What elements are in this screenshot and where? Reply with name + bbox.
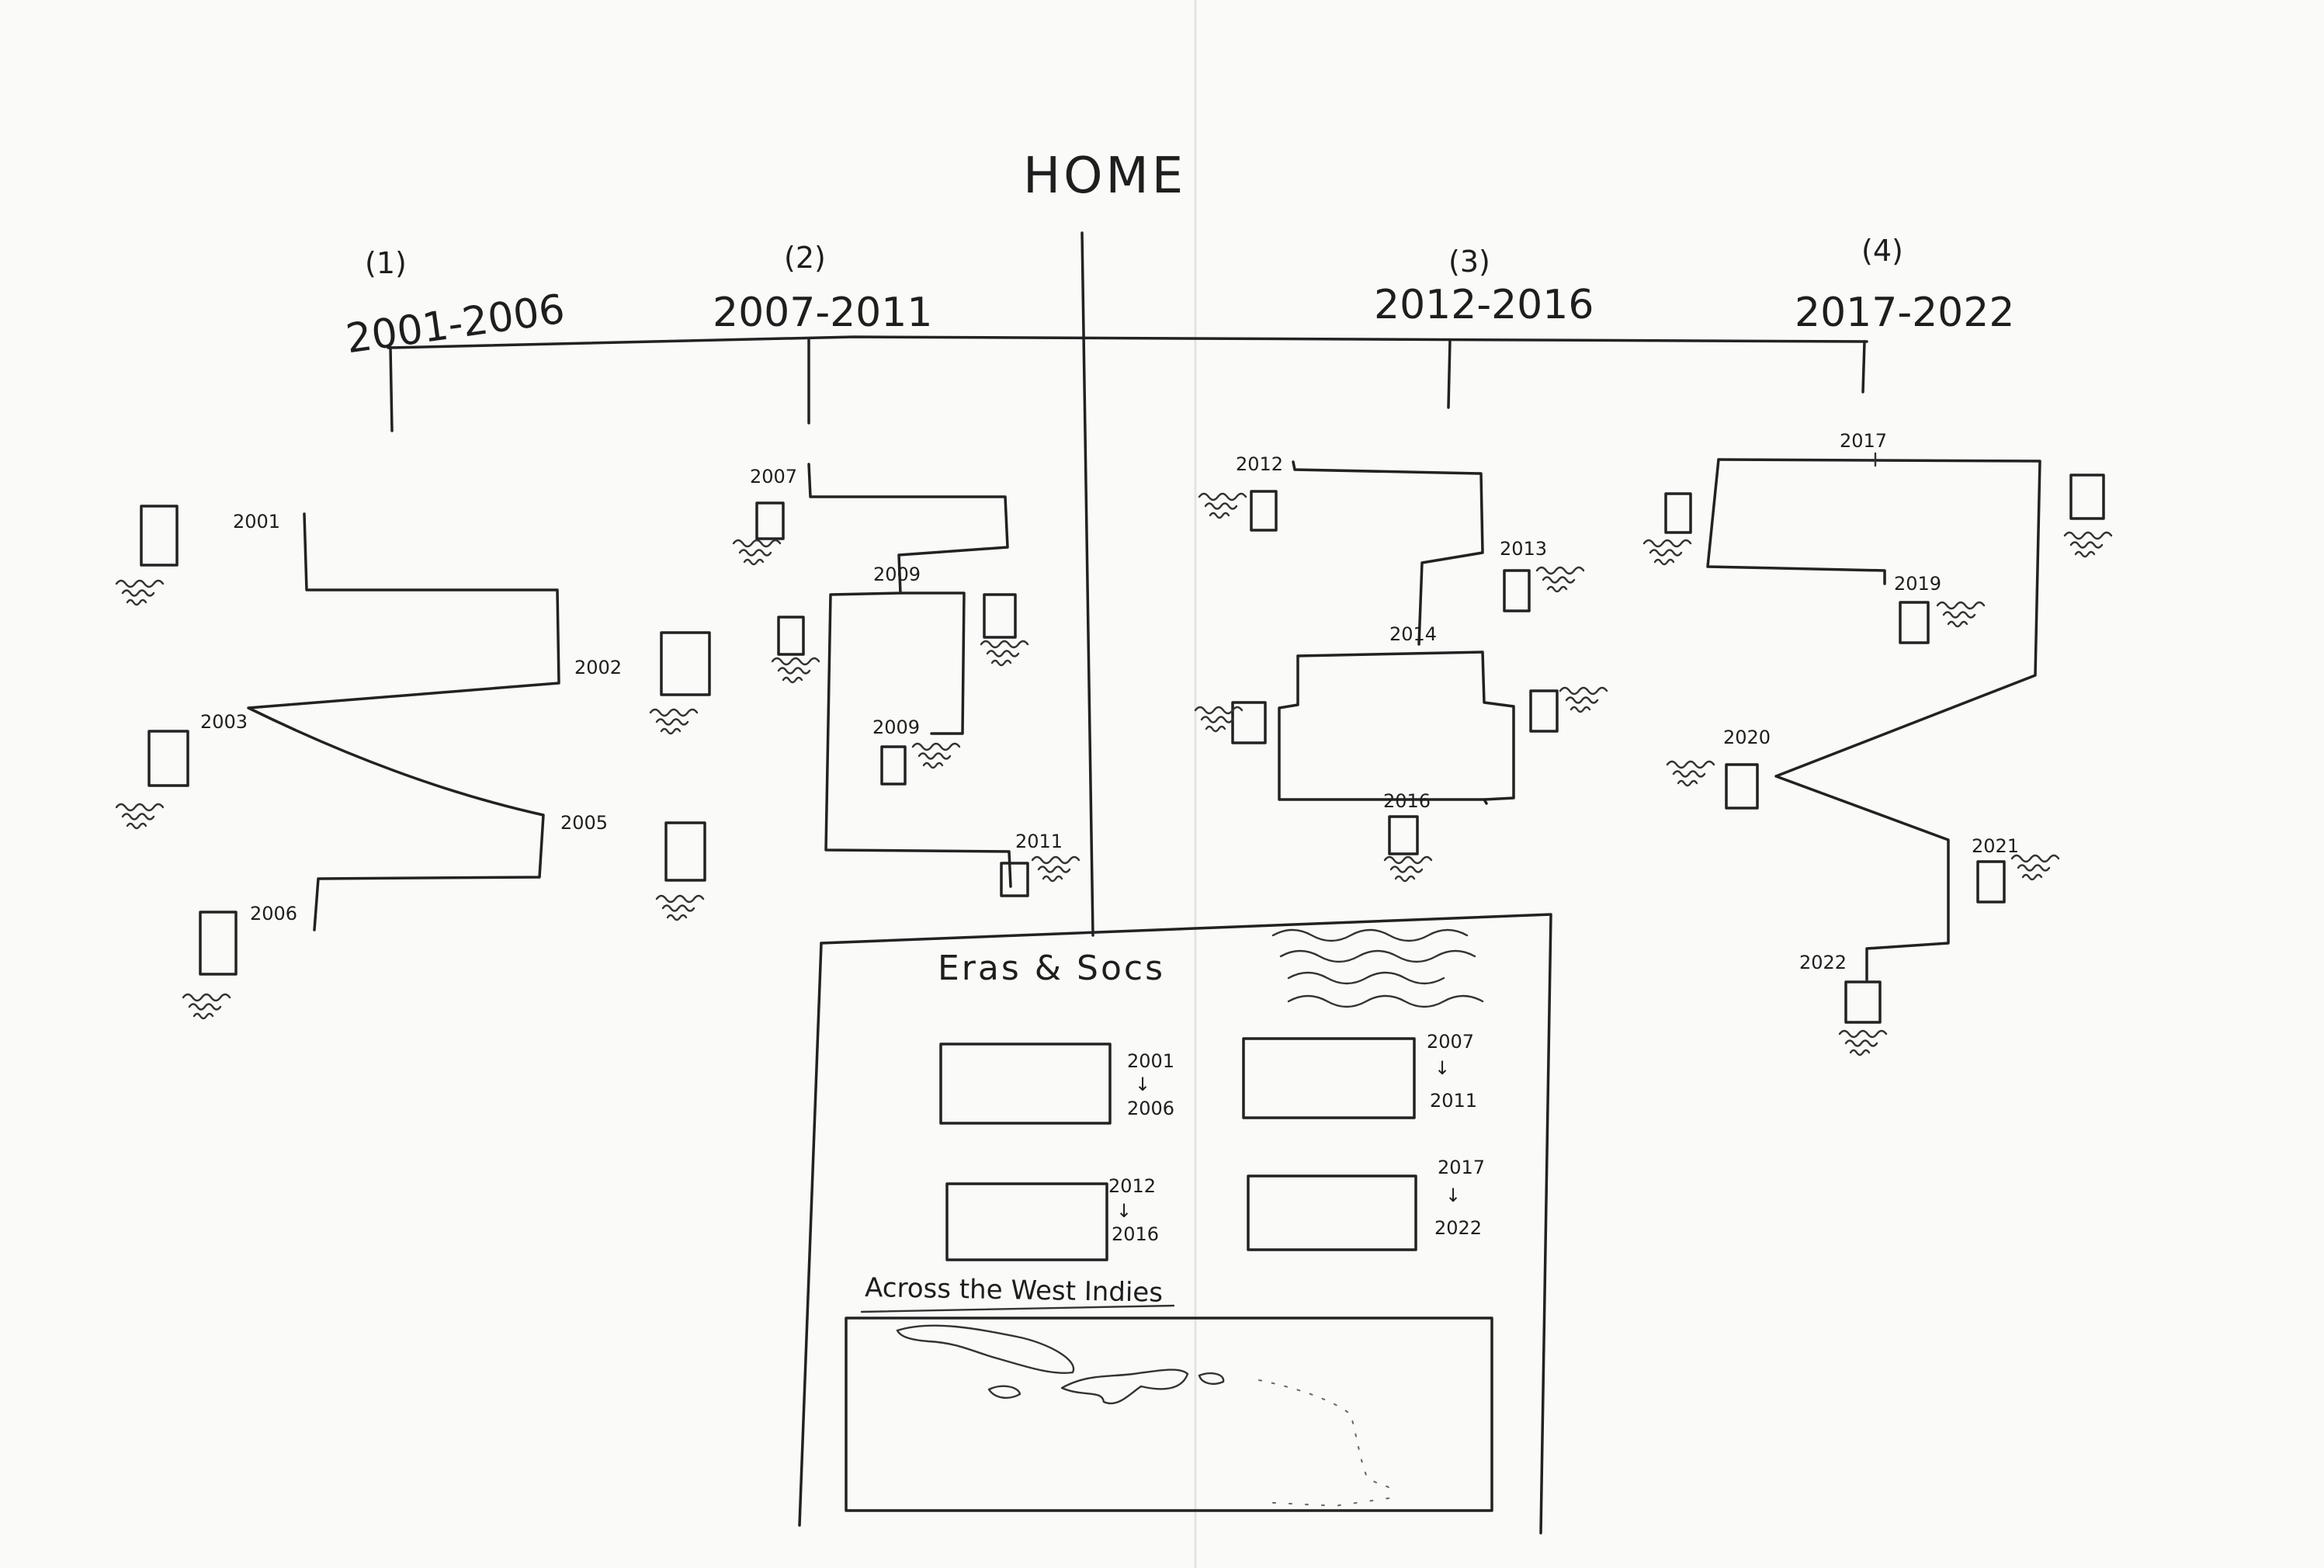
home-stem-line xyxy=(1080,231,1094,937)
photo-placeholder[interactable] xyxy=(147,730,189,787)
era-card-thumb xyxy=(939,1042,1112,1125)
photo-placeholder[interactable] xyxy=(1844,980,1882,1024)
era-card-from: 2012 xyxy=(1108,1175,1156,1197)
photo-placeholder[interactable] xyxy=(1503,569,1531,612)
photo-placeholder[interactable] xyxy=(140,505,179,567)
era2-timeline: 2007 2009 2009 2011 xyxy=(732,463,1080,897)
photo-placeholder[interactable] xyxy=(755,501,785,540)
photo-placeholder[interactable] xyxy=(1976,860,2006,904)
photo-placeholder[interactable] xyxy=(199,911,238,976)
photo-placeholder[interactable] xyxy=(1725,763,1759,810)
era-card-thumb xyxy=(1247,1174,1417,1251)
era1-timeline: 2001 2002 2003 2005 2006 xyxy=(115,505,711,1020)
era2-year-2007: 2007 xyxy=(750,466,797,487)
era-heading-4[interactable]: (4) 2017-2022 xyxy=(1795,234,2014,336)
era3-year-2013: 2013 xyxy=(1500,538,1547,560)
photo-placeholder[interactable] xyxy=(1899,601,1930,644)
era-card-to: 2022 xyxy=(1434,1217,1482,1239)
era1-year-2001: 2001 xyxy=(233,511,280,532)
era2-year-2011: 2011 xyxy=(1015,831,1063,852)
photo-placeholder[interactable] xyxy=(1000,862,1029,897)
era-card-to: 2006 xyxy=(1127,1098,1174,1119)
era-range-2: 2007-2011 xyxy=(713,290,932,336)
era2-year-2009b: 2009 xyxy=(872,716,920,738)
era4-year-2019: 2019 xyxy=(1894,573,1941,595)
era-heading-3[interactable]: (3) 2012-2016 xyxy=(1374,245,1594,328)
photo-placeholder[interactable] xyxy=(983,593,1017,639)
home-panel-heading: Eras & Socs xyxy=(938,949,1165,988)
era-card-2[interactable]: 2007 ↓ 2011 xyxy=(1242,1031,1477,1119)
photo-placeholder[interactable] xyxy=(2069,474,2105,520)
photo-placeholder[interactable] xyxy=(777,616,805,656)
era-range-4: 2017-2022 xyxy=(1795,290,2014,336)
era-card-to: 2011 xyxy=(1430,1090,1477,1112)
era1-year-2006: 2006 xyxy=(250,903,297,924)
era-card-from: 2017 xyxy=(1438,1157,1485,1178)
era1-year-2003: 2003 xyxy=(200,711,248,733)
era-card-to: 2016 xyxy=(1112,1223,1159,1245)
era4-year-2020: 2020 xyxy=(1723,727,1771,748)
era-card-3[interactable]: 2012 ↓ 2016 xyxy=(945,1175,1159,1261)
era3-timeline: 2012 2013 2014 2016 xyxy=(1194,453,1608,883)
map-heading: Across the West Indies xyxy=(865,1272,1164,1309)
era3-year-2016: 2016 xyxy=(1383,790,1431,812)
era-card-thumb xyxy=(945,1182,1108,1261)
era-card-arrow: ↓ xyxy=(1434,1057,1450,1079)
photo-placeholder[interactable] xyxy=(1250,490,1278,532)
era-heading-2[interactable]: (2) 2007-2011 xyxy=(713,241,932,336)
photo-placeholder[interactable] xyxy=(1529,689,1559,733)
photo-placeholder[interactable] xyxy=(880,745,907,786)
caribbean-map[interactable] xyxy=(845,1316,1493,1512)
era-range-1: 2001-2006 xyxy=(343,286,567,363)
era4-year-2021: 2021 xyxy=(1972,835,2019,857)
era-card-arrow: ↓ xyxy=(1135,1074,1150,1095)
era-index-1: (1) xyxy=(365,246,407,280)
era-card-1[interactable]: 2001 ↓ 2006 xyxy=(939,1042,1174,1125)
era-card-thumb xyxy=(1242,1037,1416,1119)
era4-timeline: 2017 2019 2020 2021 2022 xyxy=(1642,430,2113,1056)
era4-year-2017: 2017 xyxy=(1840,430,1887,452)
era-index-4: (4) xyxy=(1861,234,1903,268)
era-card-arrow: ↓ xyxy=(1445,1185,1461,1206)
era1-year-2005: 2005 xyxy=(560,812,608,834)
era2-year-2009a: 2009 xyxy=(873,564,921,585)
era1-year-2002: 2002 xyxy=(574,657,622,678)
description-scribble xyxy=(1271,928,1484,1008)
home-panel: Eras & Socs 2001 ↓ 2006 2007 ↓ 2011 2012… xyxy=(798,913,1552,1535)
photo-placeholder[interactable] xyxy=(1388,815,1419,855)
era-index-2: (2) xyxy=(784,241,826,275)
era-range-3: 2012-2016 xyxy=(1374,282,1594,328)
era3-year-2012: 2012 xyxy=(1236,453,1283,475)
photo-placeholder[interactable] xyxy=(1231,701,1267,744)
era-card-from: 2007 xyxy=(1427,1031,1474,1053)
map-islands xyxy=(896,1324,1392,1507)
era3-year-2014: 2014 xyxy=(1389,623,1437,645)
era-card-from: 2001 xyxy=(1127,1050,1174,1072)
photo-placeholder[interactable] xyxy=(664,821,706,882)
era-connector-bar xyxy=(387,335,1868,349)
era4-year-2022: 2022 xyxy=(1799,952,1847,973)
era-card-arrow: ↓ xyxy=(1116,1200,1132,1222)
photo-placeholder[interactable] xyxy=(1664,492,1692,534)
era-card-4[interactable]: 2017 ↓ 2022 xyxy=(1247,1157,1485,1251)
era-index-3: (3) xyxy=(1448,245,1490,279)
photo-placeholder[interactable] xyxy=(660,631,711,696)
page-title[interactable]: HOME xyxy=(1023,147,1186,205)
